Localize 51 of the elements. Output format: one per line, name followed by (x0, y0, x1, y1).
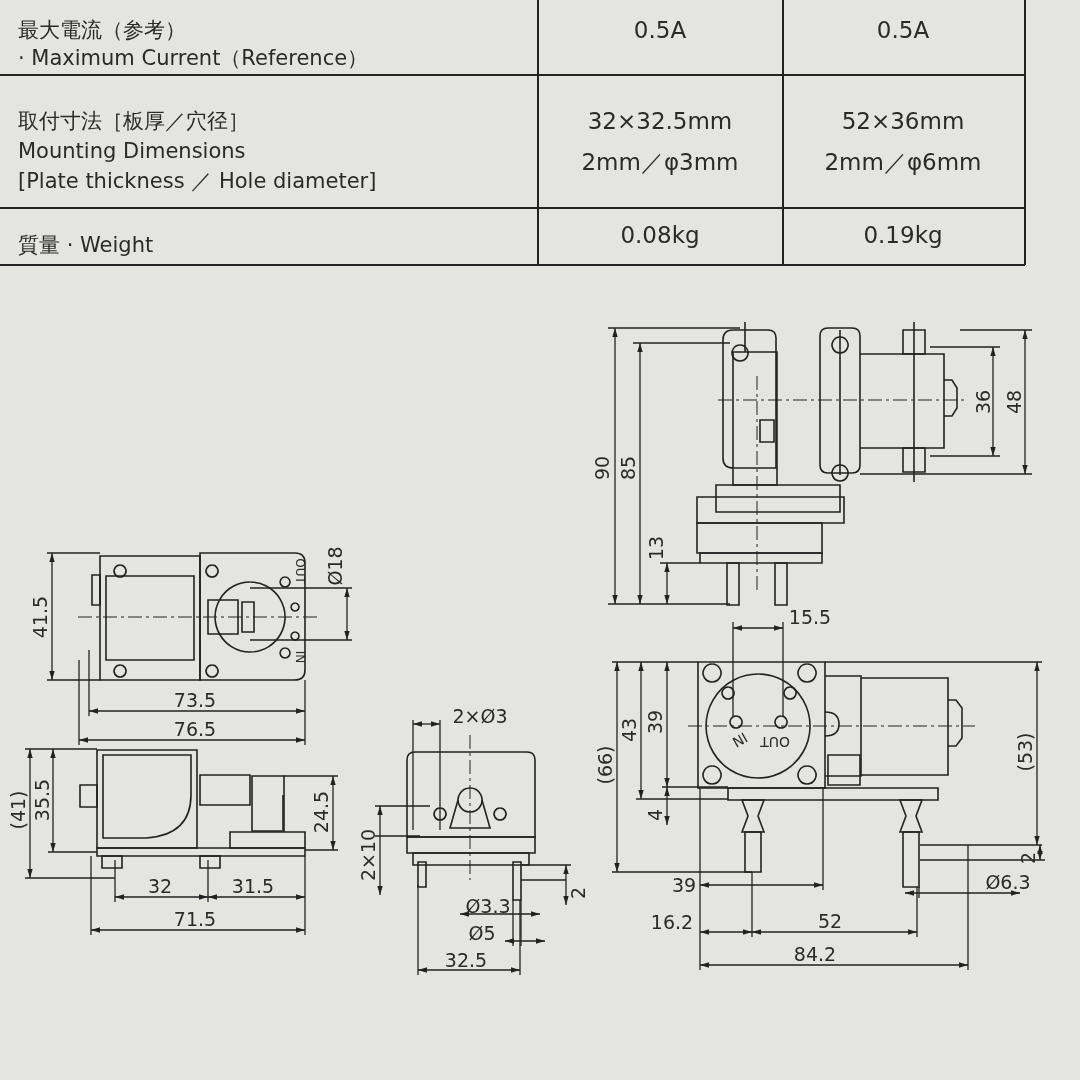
dimension-label: 39 (645, 709, 665, 735)
dimension-label: (66) (595, 745, 615, 785)
dimension-label: Ø3.3 (465, 896, 511, 916)
dimension-label: 48 (1004, 389, 1024, 415)
spec-value: 0.08kg (620, 223, 700, 247)
spec-value: 2mm／φ6mm (824, 150, 982, 174)
spec-label: [Plate thickness ／ Hole diameter] (18, 170, 377, 192)
dimension-label: 15.5 (788, 607, 832, 627)
spec-label: 質量 · Weight (18, 234, 154, 256)
dimension-label: 73.5 (173, 690, 217, 710)
spec-label: · Maximum Current（Reference） (18, 47, 369, 69)
dimension-label: 2×10 (358, 828, 378, 882)
port-label: IN (730, 730, 750, 750)
spec-value: 0.19kg (863, 223, 943, 247)
dimension-label: 16.2 (650, 912, 694, 932)
dimension-label: 32.5 (444, 950, 488, 970)
dimension-label: 32 (147, 876, 173, 896)
dimension-label: 13 (646, 535, 666, 561)
port-label: OUT (294, 558, 306, 584)
dimension-label: Ø6.3 (985, 872, 1031, 892)
dimension-label: 52 (817, 911, 843, 931)
spec-value: 32×32.5mm (587, 109, 733, 133)
dimension-label: 35.5 (32, 778, 52, 822)
spec-value: 0.5A (633, 18, 687, 42)
spec-value: 2mm／φ3mm (581, 150, 739, 174)
dimension-label: 36 (973, 389, 993, 415)
dimension-label: Ø5 (468, 923, 496, 943)
dimension-label: 90 (592, 455, 612, 481)
dimension-label: 24.5 (311, 790, 331, 834)
spec-label: 取付寸法［板厚／穴径］ (18, 110, 249, 132)
spec-label: 最大電流（参考） (18, 19, 186, 41)
spec-value: 52×36mm (841, 109, 965, 133)
dimension-label: 84.2 (793, 944, 837, 964)
dimension-label: 39 (671, 875, 697, 895)
dimension-label: 41.5 (30, 595, 50, 639)
dimension-label: 4 (645, 808, 665, 822)
dimension-label: 43 (619, 717, 639, 743)
dimension-label: 85 (618, 455, 638, 481)
port-label: IN (294, 650, 306, 664)
dimension-label: 2 (1018, 851, 1038, 865)
spec-value: 0.5A (876, 18, 930, 42)
dimension-label: (41) (8, 790, 28, 830)
dimension-label: 71.5 (173, 909, 217, 929)
dimension-label: 31.5 (231, 876, 275, 896)
port-label: OUT (760, 735, 790, 749)
spec-label: Mounting Dimensions (18, 140, 246, 162)
dimension-label: 76.5 (173, 719, 217, 739)
dimension-label: 2×Ø3 (452, 706, 508, 726)
dimension-label: (53) (1015, 732, 1035, 772)
dimension-label: Ø18 (325, 546, 345, 586)
dimension-label: 2 (568, 886, 588, 900)
